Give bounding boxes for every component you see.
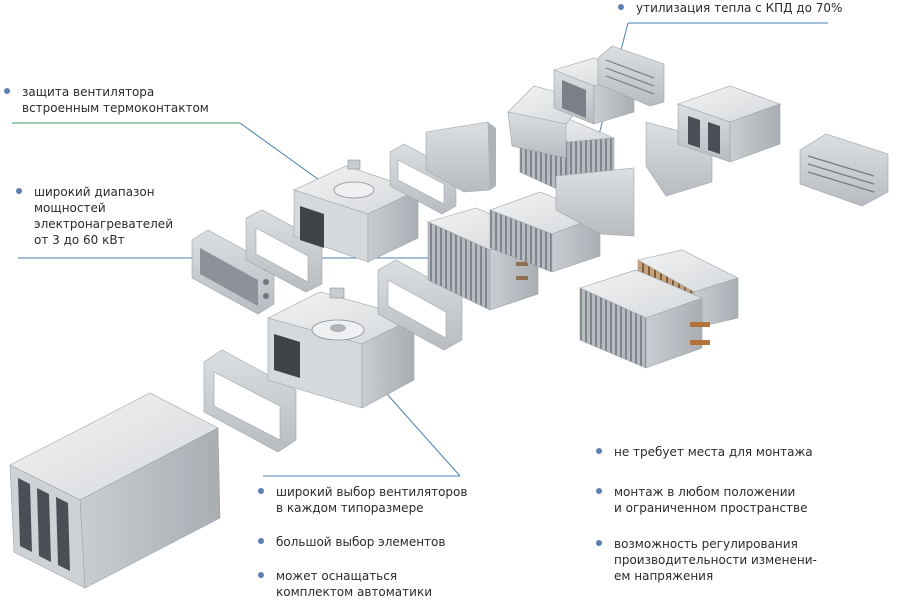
bullet-icon — [4, 88, 10, 94]
fan-unit-lower — [267, 287, 415, 409]
feature-automation: может оснащаться комплектом автоматики — [258, 568, 432, 600]
feature-text: может оснащаться — [276, 569, 398, 583]
bullet-icon — [618, 4, 624, 10]
feature-regulation: возможность регулирования производительн… — [596, 536, 817, 584]
feature-text: мощностей — [34, 201, 106, 215]
feature-text: производительности изменени- — [614, 553, 817, 567]
electric-heater-unit — [489, 191, 601, 273]
flex-connector-left — [245, 209, 323, 293]
feature-text: большой выбор элементов — [276, 535, 446, 549]
feature-text: в каждом типоразмере — [276, 501, 424, 515]
feature-text: возможность регулирования — [614, 537, 798, 551]
feature-text: ем напряжения — [614, 569, 714, 583]
flex-connector-middle — [377, 259, 463, 351]
bullet-icon — [16, 188, 22, 194]
feature-text: защита вентилятора — [22, 85, 155, 99]
bullet-icon — [258, 572, 264, 578]
feature-text: не требует места для монтажа — [614, 445, 813, 459]
flex-connector-lower — [203, 349, 297, 453]
feature-text: широкий диапазон — [34, 185, 155, 199]
feature-any-position: монтаж в любом положении и ограниченном … — [596, 484, 808, 516]
feature-elements-choice: большой выбор элементов — [258, 534, 445, 550]
feature-fan-protection: защита вентилятора встроенным термоконта… — [4, 84, 209, 116]
flex-connector-upper — [389, 143, 457, 215]
feature-text: от 3 до 60 кВт — [34, 233, 125, 247]
feature-text: утилизация тепла с КПД до 70% — [636, 1, 843, 15]
feature-text: комплектом автоматики — [276, 585, 432, 599]
bullet-icon — [596, 540, 602, 546]
damper-unit — [191, 229, 275, 315]
bullet-icon — [596, 488, 602, 494]
silencer-right — [677, 85, 781, 163]
bullet-icon — [258, 488, 264, 494]
transition-piece — [425, 121, 496, 193]
bullet-icon — [258, 538, 264, 544]
feature-fan-choice: широкий выбор вентиляторов в каждом типо… — [258, 484, 467, 516]
silencer-unit — [9, 392, 221, 589]
fan-unit-upper — [293, 159, 419, 263]
feature-text: монтаж в любом положении — [614, 485, 796, 499]
feature-heat-recovery: утилизация тепла с КПД до 70% — [618, 0, 842, 16]
feature-no-space: не требует места для монтажа — [596, 444, 813, 460]
transition-piece-top — [507, 85, 587, 159]
feature-text: встроенным термоконтактом — [22, 101, 209, 115]
water-heater-front — [579, 269, 710, 369]
grille-right — [799, 133, 889, 207]
bullet-icon — [596, 448, 602, 454]
feature-text: и ограниченном пространстве — [614, 501, 808, 515]
feature-text: электронагревателей — [34, 217, 173, 231]
transition-piece-right — [555, 167, 635, 237]
feature-heater-range: широкий диапазон мощностей электронагрев… — [16, 184, 173, 248]
grille-top — [597, 45, 665, 107]
feature-text: широкий выбор вентиляторов — [276, 485, 468, 499]
